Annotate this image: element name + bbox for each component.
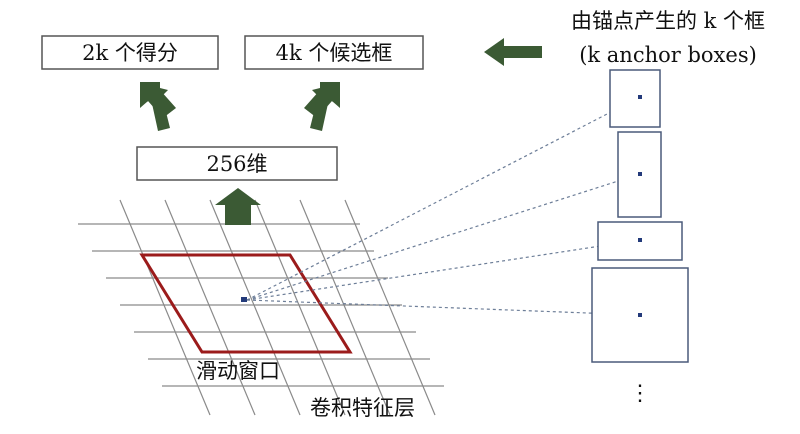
- feature-256-box: [136, 146, 338, 181]
- scores-label: 2k 个得分: [82, 41, 178, 65]
- anchors-title-cn: 由锚点产生的 k 个框: [571, 9, 765, 33]
- sliding-window-box: [139, 253, 353, 354]
- boxes-box: [244, 35, 424, 70]
- anchor-dashed-lines: [246, 96, 641, 316]
- diagonal-arrow-left-icon: [144, 84, 170, 131]
- scores-box: [41, 35, 219, 70]
- anchor-centers: [638, 95, 642, 317]
- left-arrow-icon: [484, 38, 542, 66]
- anchor-box-tall-narrow: [609, 69, 661, 128]
- boxes-label: 4k 个候选框: [276, 41, 393, 65]
- anchors-title-en: (k anchor boxes): [579, 43, 757, 67]
- window-center-dot: [241, 297, 247, 302]
- conv-layer-label: 卷积特征层: [310, 396, 415, 420]
- sliding-window-label: 滑动窗口: [196, 359, 280, 383]
- conv-feature-grid: [78, 199, 444, 416]
- up-arrow-icon: [215, 188, 261, 225]
- feature-256-label: 256维: [206, 152, 267, 176]
- ellipsis: ⋮: [629, 381, 651, 406]
- diagonal-arrow-right-icon: [310, 84, 336, 131]
